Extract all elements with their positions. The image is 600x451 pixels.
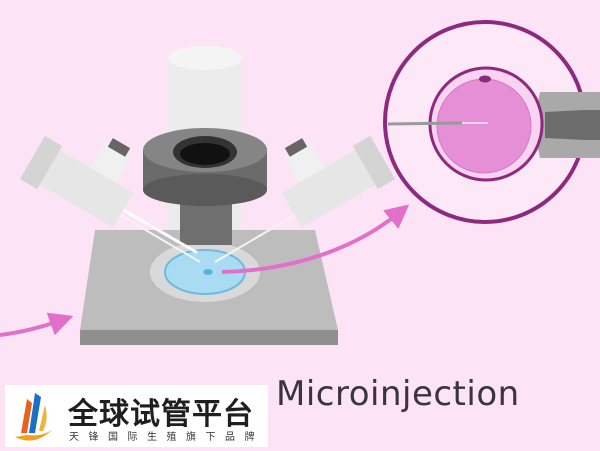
arrow-to-magnified [221, 204, 410, 274]
polar-body [479, 75, 491, 83]
microscope [80, 46, 338, 345]
oocyte [436, 78, 532, 174]
injection-needle [387, 121, 463, 126]
logo-title: 全球试管平台 [68, 397, 254, 432]
arrow-into-stage [0, 312, 74, 337]
right-micromanipulator [281, 135, 396, 228]
logo-subtitle: 天锋国际生殖旗下品牌 [69, 432, 264, 443]
caption: Microinjection [276, 374, 520, 414]
left-micromanipulator [19, 135, 198, 254]
brand-logo: 全球试管平台 天锋国际生殖旗下品牌 [5, 385, 268, 447]
magnified-view [383, 20, 600, 224]
logo-mark-icon [15, 393, 53, 441]
